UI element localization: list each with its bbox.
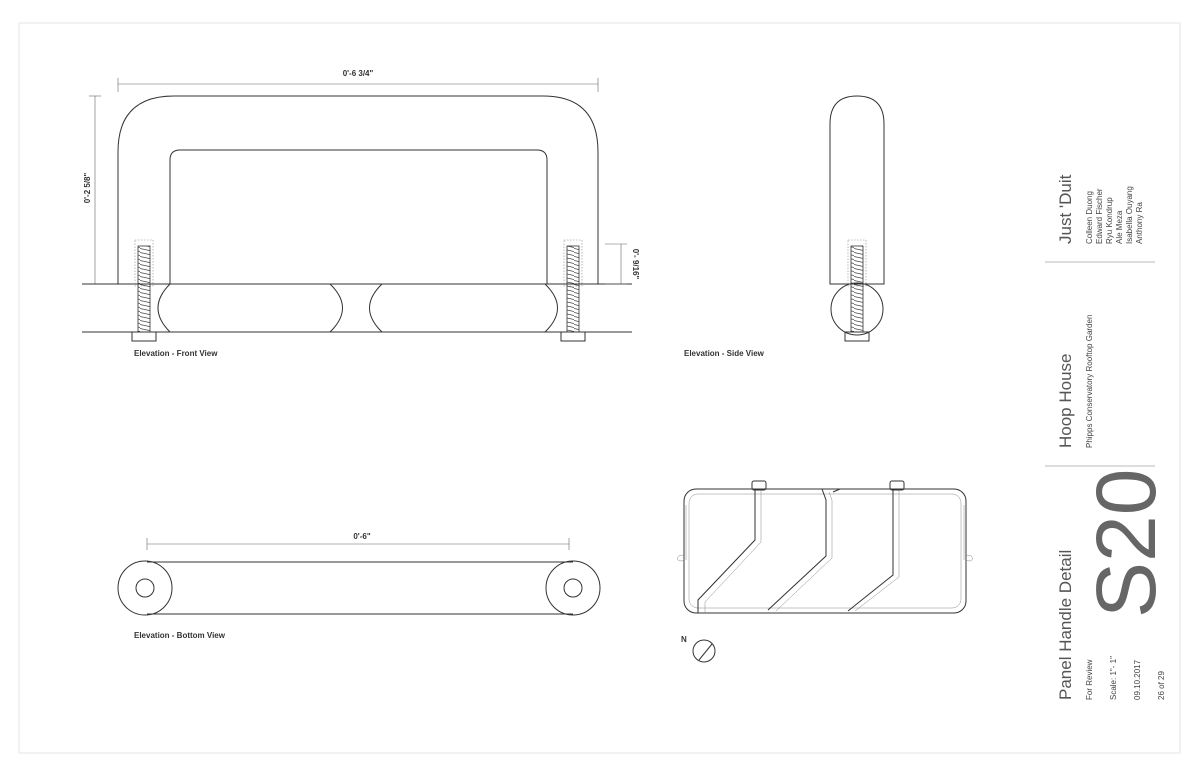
team-member: Anthony Ra [1135, 202, 1144, 244]
front-width-dimension: 0'-6 3/4" [343, 69, 374, 78]
sheet-scale: Scale: 1"- 1" [1109, 656, 1118, 700]
bottom-width-dimension: 0'-6" [353, 532, 370, 541]
sheet-title: Panel Handle Detail [1056, 550, 1075, 700]
sheet-number: S20 [1079, 469, 1173, 618]
team-name: Just 'Duit [1056, 174, 1075, 244]
title-block: Just 'Duit Colleen Duong Edward Fischer … [1045, 174, 1173, 700]
project-location: Phipps Conservatory Rooftop Garden [1085, 315, 1094, 448]
team-member: Ale Meza [1115, 210, 1124, 244]
team-member: Ryu Kondrup [1105, 197, 1114, 244]
sheet-status: For Review [1085, 659, 1094, 700]
project-name: Hoop House [1056, 353, 1075, 448]
bottom-view: 0'-6" Elevation - Bottom View [117, 532, 601, 640]
sheet-page: 26 of 29 [1157, 671, 1166, 700]
team-member: Edward Fischer [1095, 188, 1104, 244]
team-member: Isabella Ouyang [1125, 186, 1134, 244]
front-view: 0'-6 3/4" 0'-2 5/8" 0'- 9/16" Elevation … [82, 69, 640, 358]
bolt-length-dimension: 0'- 9/16" [631, 249, 640, 280]
bottom-view-label: Elevation - Bottom View [134, 631, 226, 640]
front-height-dimension: 0'-2 5/8" [83, 172, 92, 203]
team-member: Colleen Duong [1085, 191, 1094, 244]
sheet-border [18, 22, 1181, 754]
front-view-label: Elevation - Front View [134, 349, 218, 358]
side-view-label: Elevation - Side View [684, 349, 765, 358]
north-label: N [681, 635, 687, 644]
side-view: Elevation - Side View [684, 95, 885, 358]
plan-view: N [677, 480, 973, 663]
sheet-date: 09.10.2017 [1133, 659, 1142, 700]
